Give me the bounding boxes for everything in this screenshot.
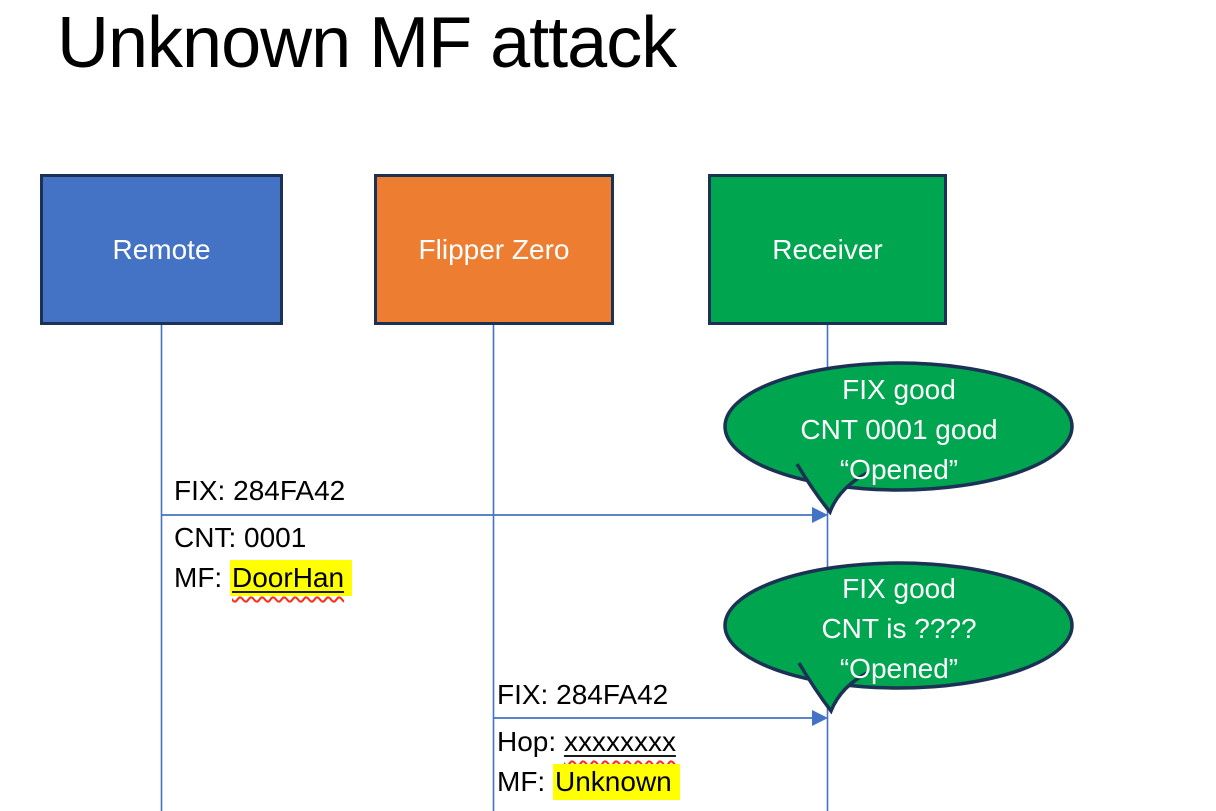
- arrowhead-message-1: [812, 507, 828, 523]
- message2-hop-prefix: Hop:: [497, 726, 564, 757]
- message1-cnt-value: 0001: [244, 522, 307, 553]
- message1-cnt-line: CNT: 0001: [174, 518, 352, 558]
- callout-2-line-1: FIX good: [842, 573, 956, 604]
- actor-label-flipper-zero: Flipper Zero: [418, 233, 570, 265]
- callout-bubble-2-tail-outline: [797, 662, 870, 715]
- message2-mf-value: Unknown: [553, 764, 680, 800]
- callout-bubble-2-oval: [723, 561, 1074, 690]
- message2-fix-label: FIX: 284FA42: [497, 679, 669, 710]
- message1-cnt-prefix: CNT:: [174, 522, 244, 553]
- actor-box-flipper-zero: Flipper Zero: [374, 174, 614, 325]
- callout-bubble-1: [723, 361, 1074, 516]
- message1-fix-label: FIX: 284FA42: [174, 475, 346, 506]
- message1-mf-prefix: MF:: [174, 562, 230, 593]
- callout-bubble-2-tail-fill: [799, 663, 869, 711]
- callout-bubble-1-oval: [723, 361, 1074, 492]
- message1-mf-line: MF: DoorHan: [174, 558, 353, 598]
- callout-bubble-2: [723, 561, 1074, 715]
- slide-title: Unknown MF attack: [57, 3, 677, 83]
- actor-label-remote: Remote: [112, 233, 211, 265]
- message2-hop-value: xxxxxxxx: [563, 726, 676, 757]
- callout-1-line-3: “Opened”: [839, 454, 959, 485]
- actor-box-remote: Remote: [40, 174, 283, 325]
- callout-2-line-2: CNT is ????: [821, 613, 977, 644]
- callout-bubble-1-tail-outline: [795, 463, 868, 516]
- message2-mf-line: MF: Unknown: [497, 762, 680, 802]
- actor-label-receiver: Receiver: [772, 233, 883, 265]
- arrowhead-message-2: [812, 710, 828, 726]
- message1-detail-lines: CNT: 0001 MF: DoorHan: [174, 518, 353, 598]
- actor-box-receiver: Receiver: [708, 174, 947, 325]
- callout-1-text: FIX good CNT 0001 good “Opened”: [726, 370, 1072, 490]
- message2-hop-line: Hop: xxxxxxxx: [497, 722, 680, 762]
- callout-2-text: FIX good CNT is ???? “Opened”: [726, 569, 1072, 689]
- message2-mf-prefix: MF:: [497, 766, 553, 797]
- callout-2-line-3: “Opened”: [839, 653, 959, 684]
- message2-detail-lines: Hop: xxxxxxxx MF: Unknown: [497, 722, 680, 802]
- callout-bubble-1-tail-fill: [797, 464, 867, 512]
- message1-mf-value: DoorHan: [230, 560, 353, 596]
- message1-mf-squiggle: DoorHan: [230, 560, 353, 596]
- callout-1-line-2: CNT 0001 good: [800, 414, 998, 445]
- message2-hop-squiggle: xxxxxxxx: [564, 726, 676, 757]
- callout-1-line-1: FIX good: [842, 374, 956, 405]
